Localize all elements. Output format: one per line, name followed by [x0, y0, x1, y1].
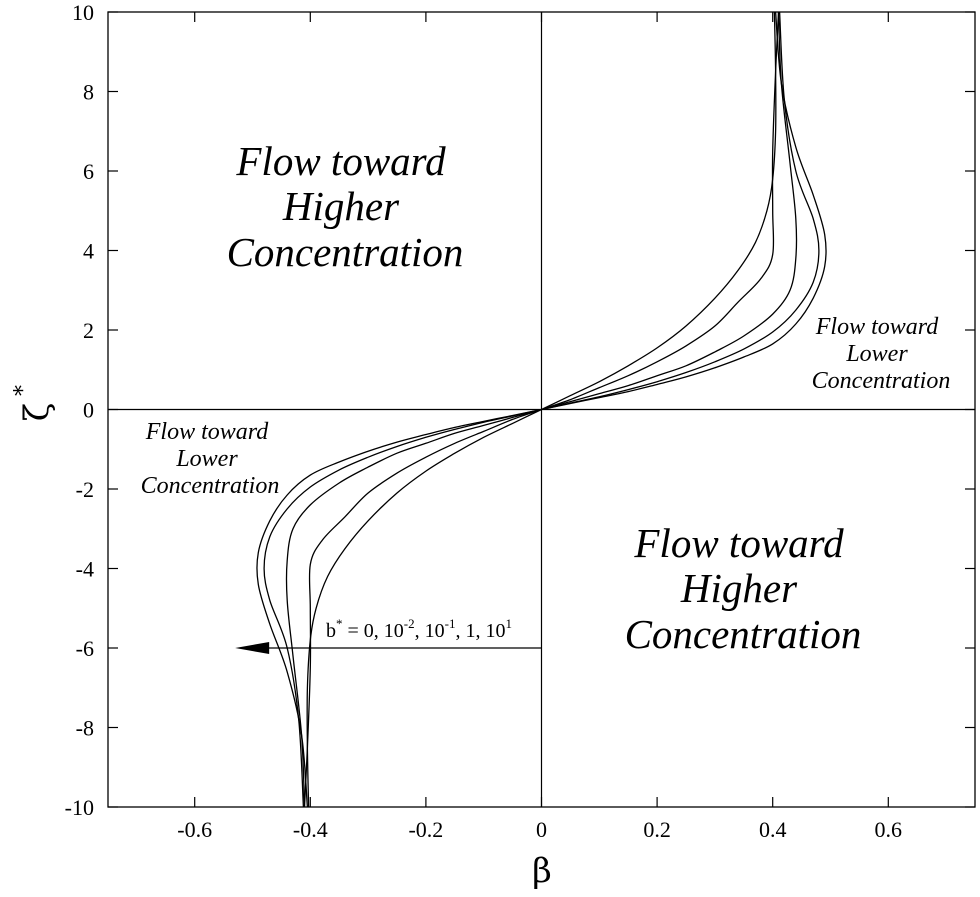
y-tick-label: 2 [83, 318, 94, 343]
x-tick-label: 0.4 [759, 817, 787, 842]
lower-right-line-1: Flow toward [633, 520, 844, 566]
y-axis-title-group: ζ * [11, 385, 57, 421]
x-tick-label: 0 [536, 817, 547, 842]
y-tick-label: 8 [83, 80, 94, 105]
y-axis-title: ζ [17, 403, 57, 421]
curves [256, 12, 827, 807]
curve-5-lower [256, 408, 542, 807]
label-values-1: = 0, 10 [343, 620, 404, 642]
curve-4-upper [541, 12, 820, 411]
curve-3-upper [541, 12, 798, 411]
y-tick-label: 10 [72, 0, 94, 25]
label-b: b [326, 620, 336, 642]
label-exponent-2: -1 [445, 616, 456, 631]
x-axis-title: β [532, 851, 552, 891]
curve-5-upper [541, 12, 827, 411]
label-b-superscript: * [336, 616, 343, 631]
curve-1-lower [306, 408, 542, 807]
curve-2-upper [541, 12, 780, 411]
y-tick-label: -4 [76, 557, 94, 582]
upper-left-line-3: Concentration [227, 229, 464, 275]
x-tick-label: -0.6 [177, 817, 212, 842]
label-exponent-3: 1 [505, 616, 512, 631]
x-tick-label: 0.2 [643, 817, 671, 842]
left-small-line-1: Flow toward [145, 419, 269, 445]
label-exponent-1: -2 [404, 616, 415, 631]
parameter-arrow-head [235, 642, 270, 654]
x-tick-label: 0.6 [875, 817, 903, 842]
right-small-line-3: Concentration [812, 368, 951, 394]
x-tick-label: -0.4 [293, 817, 328, 842]
lower-right-line-2: Higher [680, 565, 798, 611]
x-tick-label: -0.2 [408, 817, 443, 842]
lower-right-line-3: Concentration [625, 611, 862, 657]
parameter-arrow-label: b* = 0, 10-2, 10-1, 1, 101 [326, 616, 512, 642]
label-values-2: , 10 [415, 620, 445, 642]
left-small-line-2: Lower [175, 446, 238, 472]
y-axis-title-superscript: * [11, 385, 36, 396]
upper-left-line-1: Flow toward [235, 138, 446, 184]
right-small-line-2: Lower [845, 341, 908, 367]
left-small-line-3: Concentration [141, 473, 280, 499]
y-axis-ticks: -10 -8 -6 -4 -2 0 2 4 6 8 10 [65, 0, 975, 820]
annotation-left-small: Flow toward Lower Concentration [141, 419, 280, 499]
y-tick-label: -6 [76, 636, 94, 661]
curve-2-lower [303, 408, 542, 807]
y-tick-label: -8 [76, 716, 94, 741]
y-tick-label: 6 [83, 159, 94, 184]
curve-1-upper [541, 12, 777, 411]
upper-left-line-2: Higher [282, 183, 400, 229]
y-tick-label: 4 [83, 239, 94, 264]
annotation-lower-right: Flow toward Higher Concentration [625, 520, 862, 657]
y-tick-label: 0 [83, 398, 94, 423]
right-small-line-1: Flow toward [815, 314, 939, 340]
y-tick-label: -10 [65, 795, 94, 820]
annotation-right-small: Flow toward Lower Concentration [812, 314, 951, 394]
x-axis-ticks: -0.6 -0.4 -0.2 0 0.2 0.4 0.6 [177, 12, 902, 842]
curve-4-lower [263, 408, 542, 807]
y-tick-label: -2 [76, 477, 94, 502]
annotation-upper-left: Flow toward Higher Concentration [227, 138, 464, 275]
curve-3-lower [285, 408, 542, 807]
label-values-3: , 1, 10 [455, 620, 505, 642]
